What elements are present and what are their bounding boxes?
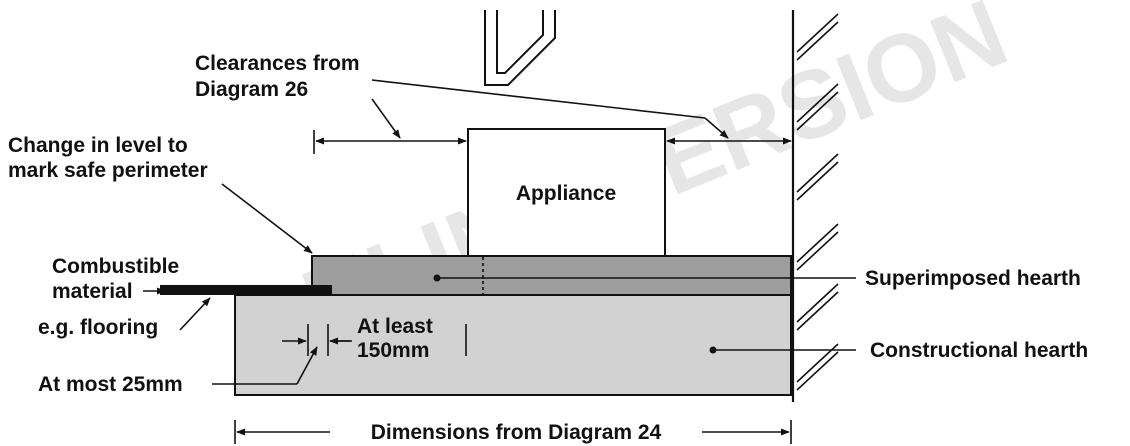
- superimposed-hearth-dot: [433, 274, 441, 282]
- combustible-label-line2: material: [52, 280, 133, 303]
- flue-pipe: [484, 10, 556, 86]
- at-least-label-line2: 150mm: [357, 339, 429, 362]
- at-most-label: At most 25mm: [38, 373, 183, 396]
- clearances-label-line2: Diagram 26: [195, 78, 308, 101]
- combustible-material: [160, 285, 332, 295]
- superimposed-hearth: [311, 255, 792, 296]
- flooring-leader: [179, 297, 211, 331]
- constructional-hearth-dot: [709, 346, 717, 354]
- change-in-level-leader: [221, 183, 313, 254]
- combustible-label-line1: Combustible: [52, 255, 179, 278]
- flooring-label: e.g. flooring: [38, 316, 158, 339]
- appliance-label: Appliance: [516, 182, 616, 205]
- change-in-level-label-line1: Change in level to: [8, 134, 188, 157]
- wall: [791, 10, 839, 402]
- wall-hatching: [796, 13, 839, 391]
- superimposed-hearth-label: Superimposed hearth: [865, 267, 1081, 290]
- clearances-label-line1: Clearances from: [195, 52, 360, 75]
- at-least-dimension: [330, 324, 467, 356]
- clearance-dimensions: [313, 130, 792, 154]
- overall-dimension: [234, 420, 792, 444]
- constructional-hearth: [234, 294, 792, 396]
- overall-dimension-label: Dimensions from Diagram 24: [371, 421, 662, 444]
- at-least-label-line1: At least: [357, 315, 433, 338]
- clearances-leaders: [371, 79, 729, 139]
- change-in-level-label-line2: mark safe perimeter: [8, 159, 208, 182]
- constructional-hearth-label: Constructional hearth: [870, 339, 1088, 362]
- appliance: [467, 128, 666, 257]
